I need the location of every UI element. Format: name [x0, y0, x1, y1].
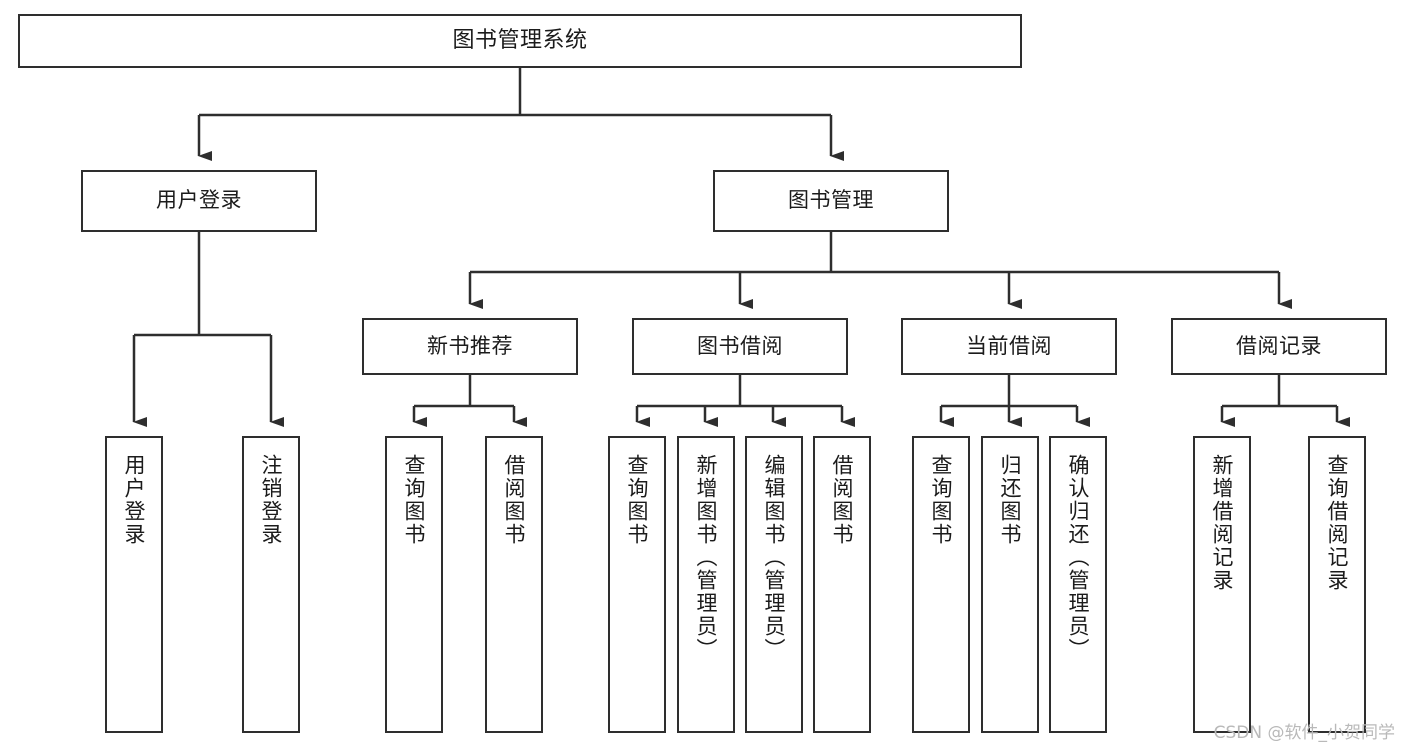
node-label: 当前借阅	[966, 333, 1052, 358]
node-label: 新书推荐	[427, 333, 513, 358]
leaf-borrow-query-book[interactable]: 查询图书	[608, 436, 666, 733]
node-label: 借阅图书	[502, 454, 527, 546]
leaf-recommend-query-book[interactable]: 查询图书	[385, 436, 443, 733]
csdn-watermark: CSDN @软件_小贺同学	[1213, 723, 1395, 743]
node-label: 编辑图书（管理员）	[762, 454, 787, 661]
leaf-record-query-borrow-record[interactable]: 查询借阅记录	[1308, 436, 1366, 733]
node-current-borrow[interactable]: 当前借阅	[901, 318, 1117, 375]
node-label: 新增借阅记录	[1210, 454, 1235, 592]
node-book-borrow[interactable]: 图书借阅	[632, 318, 848, 375]
node-label: 确认归还（管理员）	[1066, 454, 1091, 661]
node-new-book-recommendation[interactable]: 新书推荐	[362, 318, 578, 375]
node-label: 查询图书	[929, 454, 954, 546]
node-label: 查询借阅记录	[1325, 454, 1350, 592]
node-label: 用户登录	[122, 454, 147, 546]
node-label: 查询图书	[402, 454, 427, 546]
leaf-current-confirm-return-admin[interactable]: 确认归还（管理员）	[1049, 436, 1107, 733]
leaf-current-return-book[interactable]: 归还图书	[981, 436, 1039, 733]
node-user-login[interactable]: 用户登录	[81, 170, 317, 232]
node-label: 新增图书（管理员）	[694, 454, 719, 661]
leaf-borrow-edit-book-admin[interactable]: 编辑图书（管理员）	[745, 436, 803, 733]
leaf-user-login-login[interactable]: 用户登录	[105, 436, 163, 733]
leaf-recommend-borrow-book[interactable]: 借阅图书	[485, 436, 543, 733]
node-label: 注销登录	[259, 454, 284, 546]
node-label: 图书借阅	[697, 333, 783, 358]
leaf-borrow-borrow-book[interactable]: 借阅图书	[813, 436, 871, 733]
node-label: 查询图书	[625, 454, 650, 546]
node-label: 归还图书	[998, 454, 1023, 546]
node-label: 借阅图书	[830, 454, 855, 546]
node-label: 用户登录	[156, 188, 242, 213]
node-label: 借阅记录	[1236, 333, 1322, 358]
node-root-book-management-system[interactable]: 图书管理系统	[18, 14, 1022, 68]
node-book-management[interactable]: 图书管理	[713, 170, 949, 232]
leaf-user-login-logout[interactable]: 注销登录	[242, 436, 300, 733]
leaf-current-query-book[interactable]: 查询图书	[912, 436, 970, 733]
node-label: 图书管理系统	[452, 27, 588, 53]
node-borrow-record[interactable]: 借阅记录	[1171, 318, 1387, 375]
leaf-borrow-add-book-admin[interactable]: 新增图书（管理员）	[677, 436, 735, 733]
leaf-record-add-borrow-record[interactable]: 新增借阅记录	[1193, 436, 1251, 733]
node-label: 图书管理	[788, 188, 874, 213]
